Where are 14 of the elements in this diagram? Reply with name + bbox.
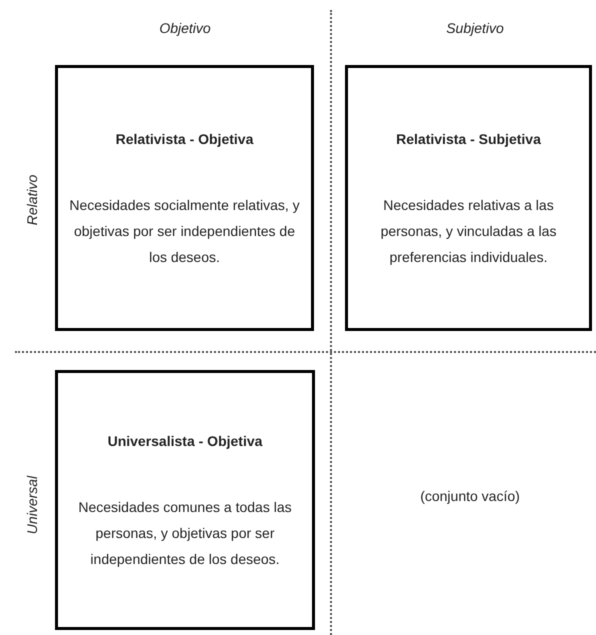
box-heading: Relativista - Subjetiva — [396, 130, 541, 149]
quadrant-box — [345, 65, 592, 331]
box-description: Necesidades relativas a las personas, y vinculadas a las preferencias individuales. — [380, 196, 558, 267]
empty-set-note: (conjunto vacío) — [419, 487, 521, 506]
column-header: Subjetivo — [445, 19, 505, 38]
row-header: Relativo — [23, 174, 41, 228]
column-header: Objetivo — [158, 19, 212, 38]
row-header: Universal — [23, 474, 41, 536]
quadrant-box — [55, 370, 315, 630]
box-description: Necesidades comunes a todas las personas, y objetivas por ser independientes de los deseos. — [77, 498, 293, 569]
box-heading: Relativista - Objetiva — [116, 130, 254, 149]
box-description: Necesidades socialmente relativas, y objetivas por ser independientes de los deseos. — [68, 196, 301, 267]
quadrant-box — [55, 65, 314, 331]
box-heading: Universalista - Objetiva — [108, 432, 262, 451]
